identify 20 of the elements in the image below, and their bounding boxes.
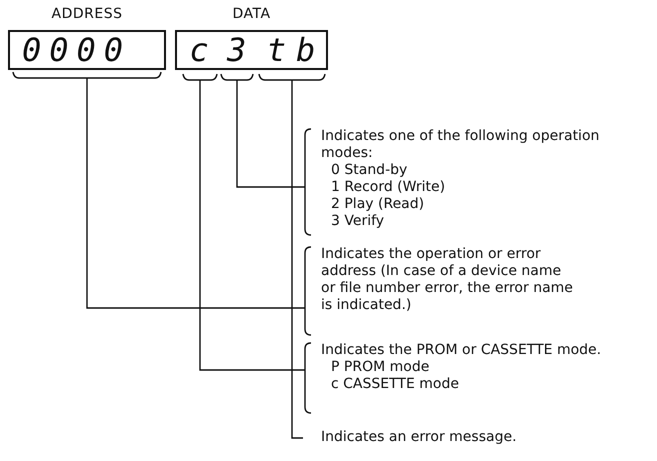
description-text: Indicates the PROM or CASSETTE mode. [321, 342, 602, 359]
display-digits: 0000 [22, 32, 132, 68]
mode-item: c CASSETTE mode [330, 376, 460, 393]
display-digits: tb [266, 32, 326, 68]
mode-item: 1 Record (Write) [330, 179, 446, 196]
mode-item: 3 Verify [330, 213, 386, 230]
description-text: Indicates one of the following operation modes: [321, 128, 600, 162]
leader-line [86, 90, 305, 309]
leader-line [182, 74, 305, 371]
mode-item: P PROM mode [330, 359, 430, 376]
display-heading: DATA [232, 6, 271, 22]
leader-line [258, 74, 326, 439]
display-heading: ADDRESS [52, 6, 122, 22]
description-text: Indicates the operation or error address (In case of a device name or file number error, the error name is indicated.) [321, 246, 573, 314]
leader-line [220, 74, 305, 188]
description-text: Indicates an error message. [321, 429, 517, 446]
display-digits: 3 [226, 32, 255, 68]
display-digits: c [188, 32, 219, 68]
mode-item: 0 Stand-by [330, 162, 408, 179]
mode-item: 2 Play (Read) [330, 196, 426, 213]
